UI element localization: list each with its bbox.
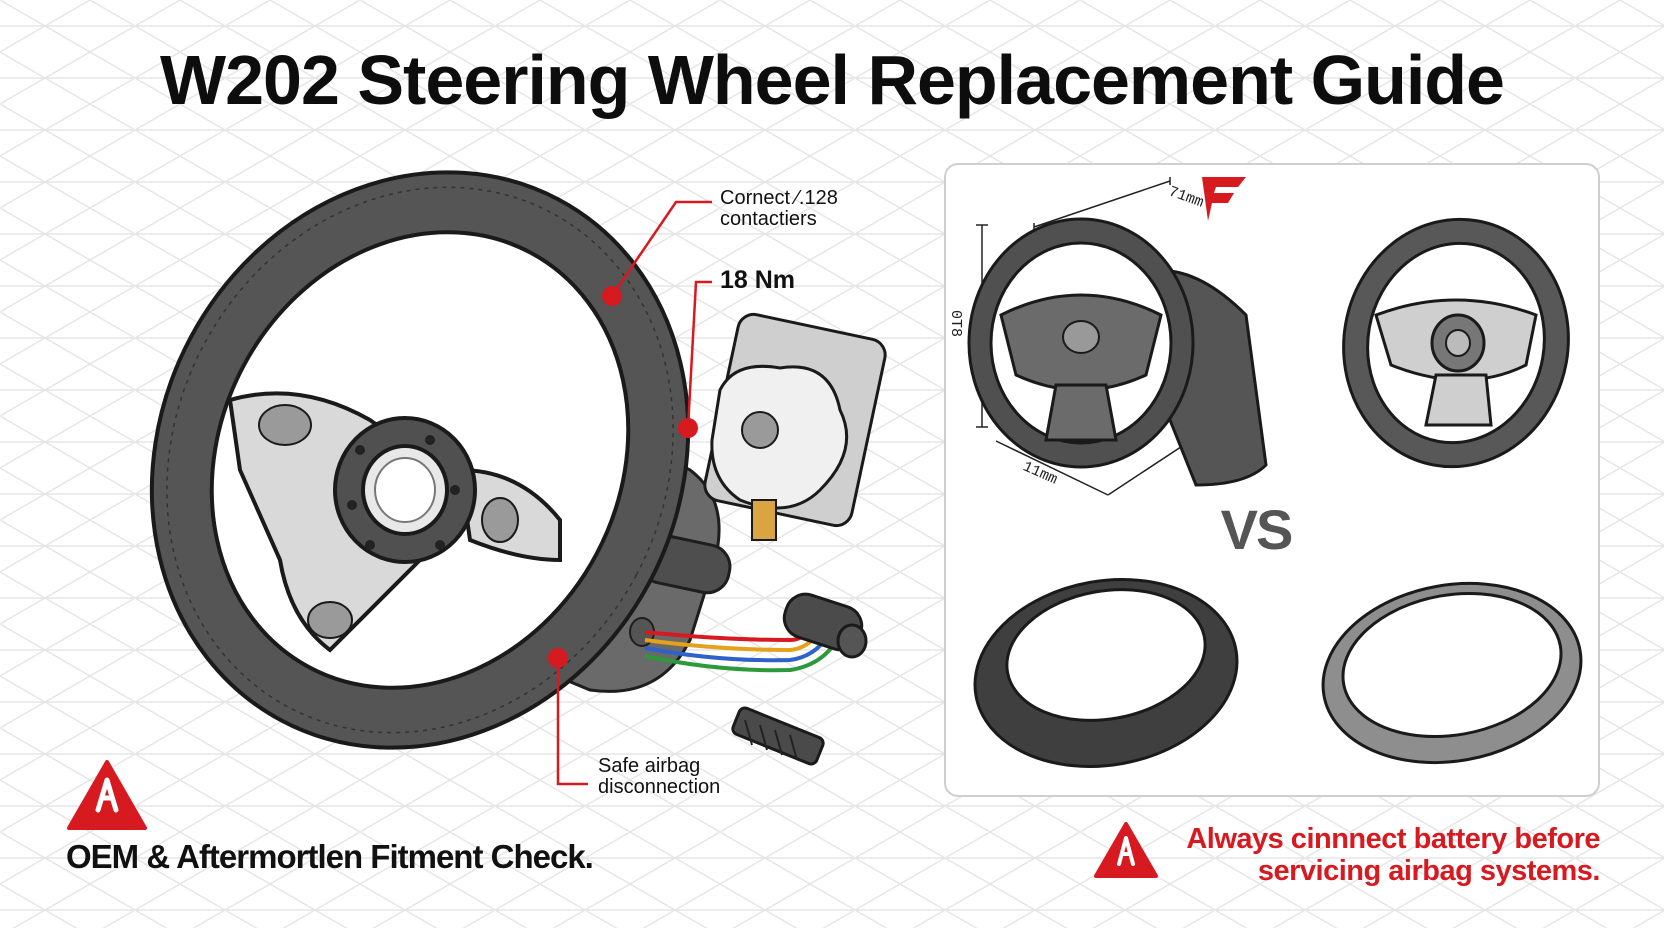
warning-triangle-icon — [67, 760, 147, 830]
callout-torque: 18 Nm — [720, 266, 796, 294]
callout-leaders — [556, 200, 712, 786]
oem-ring — [973, 578, 1239, 768]
callout-airbag: Safe airbag disconnection — [598, 755, 721, 798]
callout-dot-connect — [602, 286, 622, 306]
steering-wheel-bolt — [731, 706, 825, 766]
safety-warning-text: Always cinnnect battery before servicing… — [1186, 823, 1600, 887]
dimension-side: 0T8 — [947, 309, 965, 338]
fitment-check-label: OEM & Aftermortlen Fitment Check. — [66, 838, 594, 875]
brand-logo-icon — [1202, 177, 1246, 221]
callout-connect: Cornect ⁄.128 contactiers — [720, 187, 838, 230]
aftermarket-ring — [1321, 581, 1583, 765]
callout-dot-torque — [678, 418, 698, 438]
aftermarket-wheel — [1342, 217, 1570, 469]
page-title: W202 Steering Wheel Replacement Guide — [160, 41, 1505, 119]
vs-label: VS — [1220, 498, 1294, 561]
airbag-module — [703, 312, 887, 541]
warning-triangle-icon — [1094, 822, 1158, 878]
comparison-panel: 71mm 0T8 11mm VS — [944, 163, 1600, 797]
oem-wheel — [967, 217, 1268, 487]
wiring-harness — [644, 592, 868, 673]
callout-dot-airbag — [548, 648, 568, 668]
comparison-illustrations — [967, 177, 1583, 768]
steering-wheel — [149, 170, 691, 750]
